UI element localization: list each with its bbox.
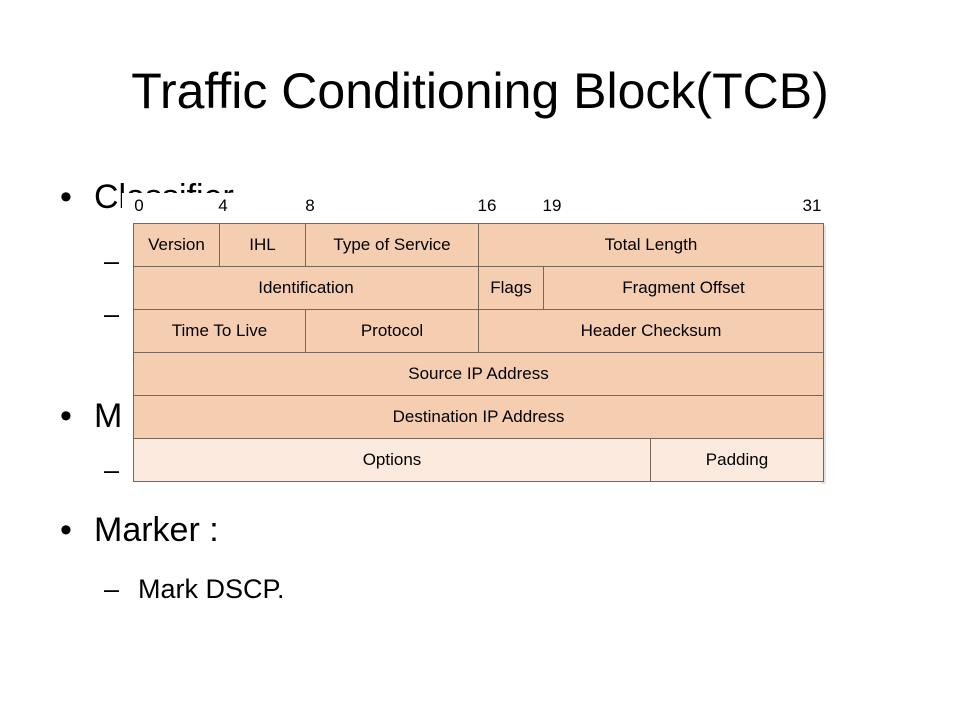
field-source-ip: Source IP Address bbox=[134, 353, 824, 396]
bullet-dot: • bbox=[60, 178, 72, 216]
bullet-marker: • Marker : bbox=[60, 510, 219, 550]
field-destination-ip: Destination IP Address bbox=[134, 396, 824, 439]
bit-tick-4: 4 bbox=[218, 196, 228, 215]
bit-tick-16: 16 bbox=[477, 196, 497, 215]
bit-tick-8: 8 bbox=[305, 196, 315, 215]
field-ihl: IHL bbox=[220, 224, 306, 267]
bullet-dot: • bbox=[60, 397, 72, 435]
field-identification: Identification bbox=[134, 267, 479, 310]
bit-tick-0: 0 bbox=[134, 196, 144, 215]
sub-text: Mark DSCP. bbox=[138, 574, 285, 604]
field-type-of-service: Type of Service bbox=[306, 224, 479, 267]
sub-dash: – bbox=[104, 299, 120, 329]
sub-dash: – bbox=[104, 246, 120, 276]
field-padding: Padding bbox=[651, 439, 824, 482]
field-flags: Flags bbox=[479, 267, 544, 310]
field-version: Version bbox=[134, 224, 220, 267]
sub-bullet-classifier-1: – bbox=[104, 244, 138, 278]
bullet-dot: • bbox=[60, 511, 72, 549]
header-field-grid: Version IHL Type of Service Total Length… bbox=[133, 223, 824, 482]
sub-dash: – bbox=[104, 455, 120, 485]
field-header-checksum: Header Checksum bbox=[479, 310, 824, 353]
field-time-to-live: Time To Live bbox=[134, 310, 306, 353]
field-options: Options bbox=[134, 439, 651, 482]
sub-bullet-marker-1: –Mark DSCP. bbox=[104, 572, 285, 606]
slide-title: Traffic Conditioning Block(TCB) bbox=[131, 63, 829, 119]
ip-header-diagram: 0 4 8 16 19 31 Version IHL Type of Servi… bbox=[122, 193, 830, 493]
field-fragment-offset: Fragment Offset bbox=[544, 267, 824, 310]
field-total-length: Total Length bbox=[479, 224, 824, 267]
bit-tick-19: 19 bbox=[542, 196, 562, 215]
sub-dash: – bbox=[104, 574, 120, 604]
sub-bullet-meter-1: – bbox=[104, 453, 138, 487]
sub-bullet-classifier-2: – bbox=[104, 297, 138, 331]
bit-ruler: 0 4 8 16 19 31 bbox=[122, 193, 830, 219]
bullet-label: Marker : bbox=[94, 511, 219, 549]
bit-tick-31: 31 bbox=[802, 196, 822, 215]
field-protocol: Protocol bbox=[306, 310, 479, 353]
